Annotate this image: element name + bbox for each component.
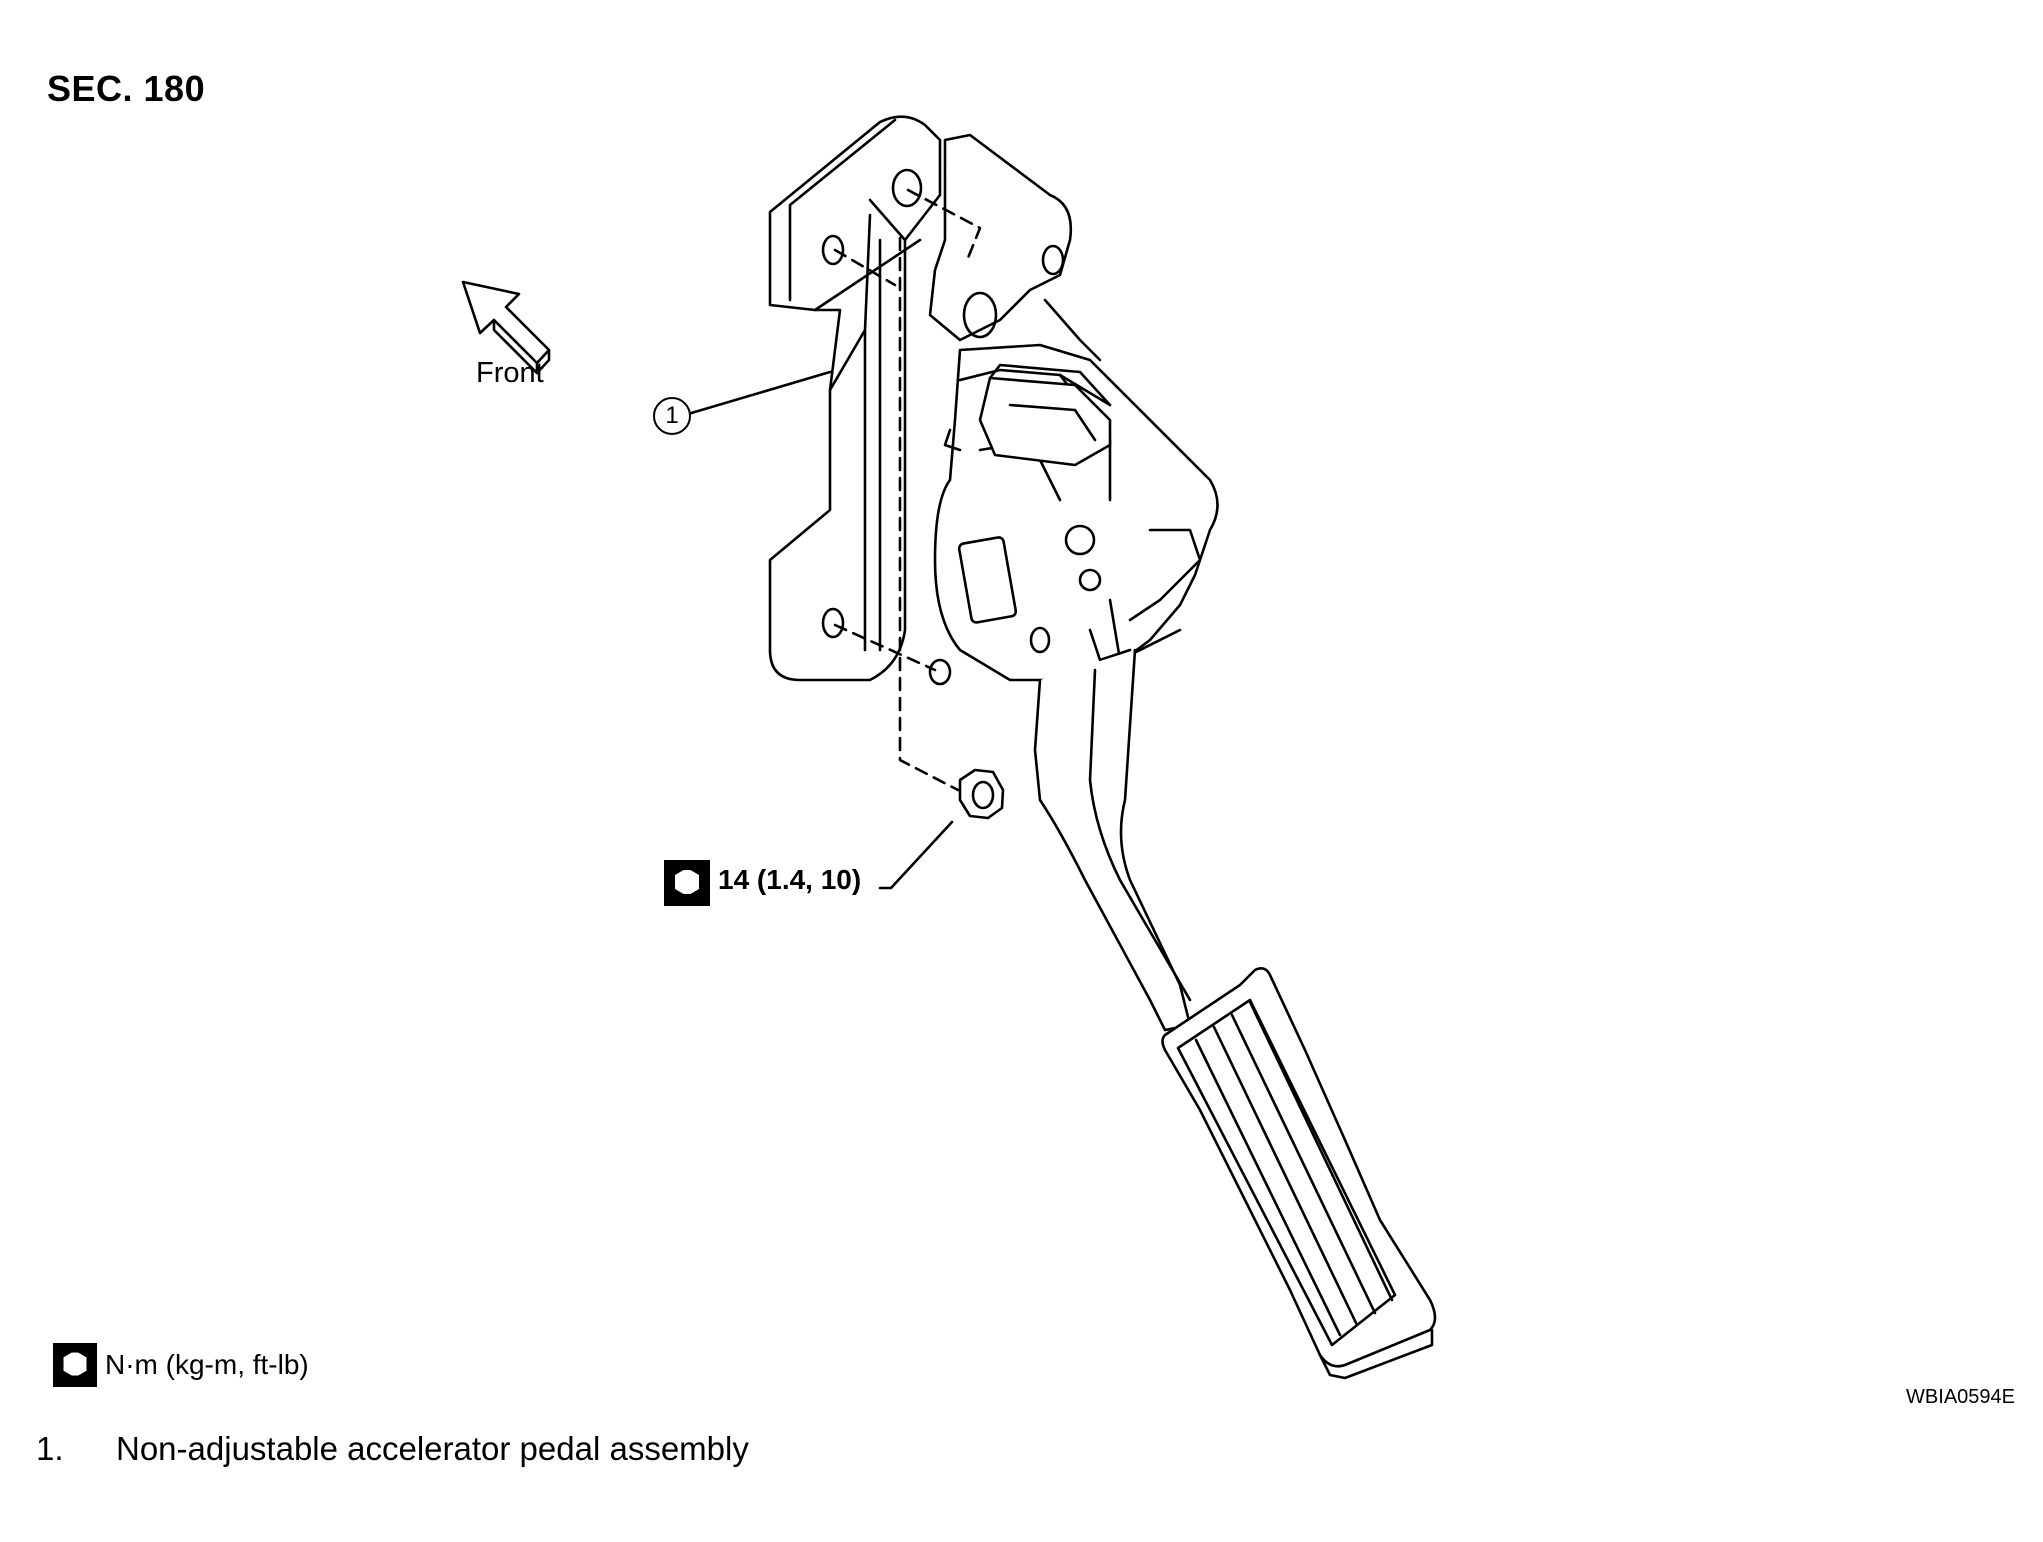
callout-number-1: 1 [653,397,691,435]
callout-1-leader [686,370,832,416]
caption-number: 1. [36,1430,64,1467]
part-caption: 1. Non-adjustable accelerator pedal asse… [36,1430,749,1468]
top-flange [928,133,1102,362]
section-number: SEC. 180 [47,68,206,109]
front-direction-label: Front [476,357,544,389]
caption-text: Non-adjustable accelerator pedal assembl… [116,1430,749,1467]
pedal-pad [1161,967,1437,1380]
torque-units-text: N·m (kg-m, ft-lb) [105,1349,309,1380]
mounting-nut [958,768,1005,820]
torque-leader [878,820,954,890]
torque-units-legend: N·m (kg-m, ft-lb) [53,1343,309,1387]
front-arrow-icon [461,280,551,375]
torque-wrench-icon [53,1343,97,1387]
pedal-arm [1033,648,1192,1032]
torque-spec-value: 14 (1.4, 10) [718,864,862,895]
sensor-connector [978,363,1112,467]
figure-reference-code: WBIA0594E [1906,1386,2015,1408]
mounting-bracket [768,115,942,682]
mounting-stud [833,188,982,792]
torque-wrench-icon [664,860,710,906]
